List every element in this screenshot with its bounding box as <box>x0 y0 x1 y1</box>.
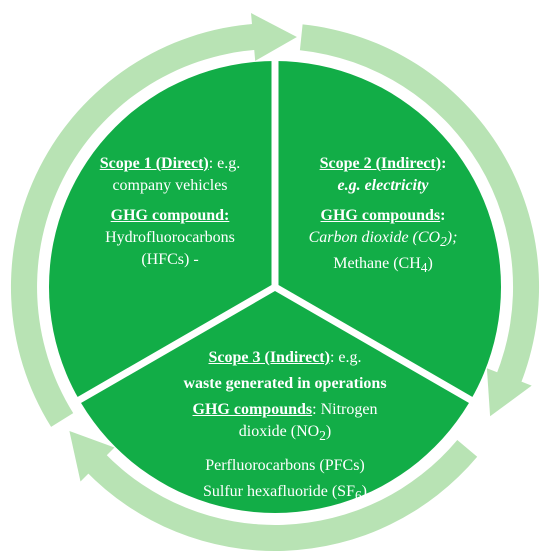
scope2-compound-line1: Carbon dioxide (CO2); <box>308 229 458 250</box>
scope1-heading: Scope 1 (Direct) <box>99 155 209 172</box>
scope1-compound-line2: (HFCs) - <box>141 251 199 268</box>
scope-sectors <box>49 59 501 513</box>
scope2-compound-heading-suffix: : <box>440 207 446 224</box>
scope3-heading: Scope 3 (Indirect) <box>208 349 330 366</box>
scope3-compound-line1-rest: : Nitrogen <box>312 401 378 418</box>
cycle-arrow-top-band <box>299 24 540 386</box>
scope3-panel: Scope 3 (Indirect): e.g. waste generated… <box>150 347 420 507</box>
scope2-compound-heading: GHG compounds <box>320 207 441 224</box>
cycle-arrows <box>10 13 540 551</box>
scope3-compound-heading: GHG compounds <box>192 401 313 418</box>
scope1-example: : e.g. <box>208 155 241 172</box>
cycle-arrow-left-head <box>251 13 297 61</box>
cycle-arrow-top-head <box>486 368 532 417</box>
scope3-compound-line3: Perfluorocarbons (PFCs) <box>205 457 365 475</box>
scope3-example-line2: waste generated in operations <box>183 375 387 392</box>
cycle-arrow-right-band <box>85 440 478 551</box>
scope1-compound-line1: Hydrofluorocarbons <box>105 229 235 246</box>
sector-divider-3 <box>75 283 277 405</box>
scope1-example-line2: company vehicles <box>112 177 228 194</box>
sector-divider-2 <box>273 283 475 405</box>
cycle-arrow-left-band <box>10 23 259 427</box>
cycle-arrow-right-head <box>69 431 115 482</box>
scope1-panel: Scope 1 (Direct): e.g. company vehicles … <box>60 153 280 271</box>
scope2-heading: Scope 2 (Indirect) <box>319 155 442 172</box>
scope3-compound-line4: Sulfur hexafluoride (SF6) <box>203 483 367 504</box>
scope2-compound-line2: Methane (CH4) <box>333 255 433 276</box>
scope3-compound-line2: dioxide (NO2) <box>238 423 332 444</box>
scope2-panel: Scope 2 (Indirect): e.g. electricity GHG… <box>283 153 483 279</box>
scope2-example: e.g. electricity <box>337 177 429 194</box>
scope1-compound-heading: GHG compound: <box>110 207 230 224</box>
scope3-example: : e.g. <box>329 349 362 366</box>
scope2-heading-suffix: : <box>441 155 447 172</box>
